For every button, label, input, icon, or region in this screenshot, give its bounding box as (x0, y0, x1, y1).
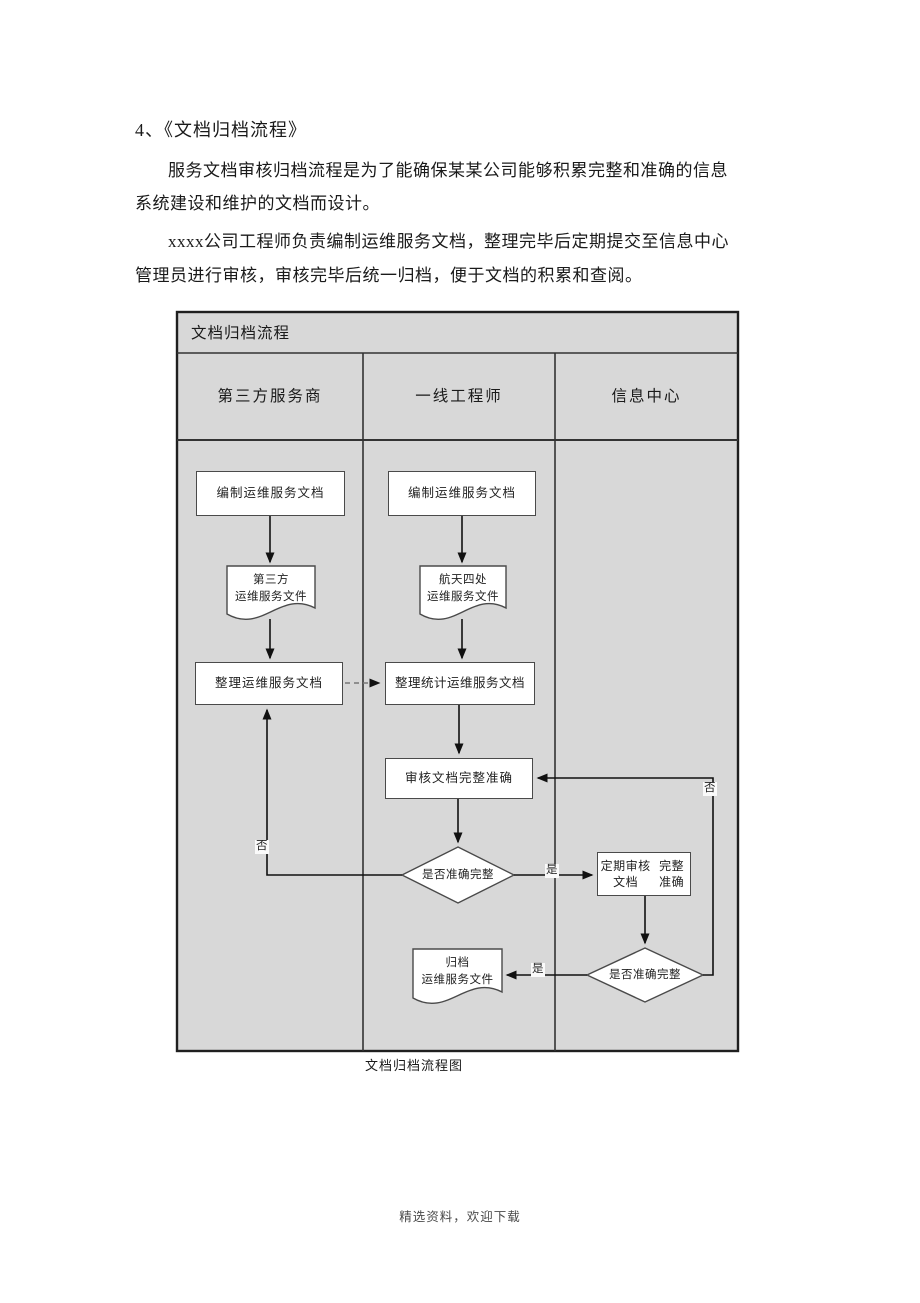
lane-header-third-party: 第三方服务商 (217, 388, 323, 405)
decision-diamond-center (585, 947, 705, 1003)
node-periodic-review: 定期审核文档 完整准确 (597, 852, 691, 896)
doc-archive-line2: 运维服务文件 (421, 974, 494, 986)
edge-label-yes-bottom: 是 (531, 963, 545, 977)
node-periodic-review-line2: 完整准确 (659, 858, 685, 889)
paragraph2-line2: 管理员进行审核，审核完毕后统一归档，便于文档的积累和查阅。 (135, 266, 643, 285)
doc-archive-label: 归档 运维服务文件 (413, 951, 502, 993)
edge-label-no-right: 否 (703, 782, 717, 796)
lane-header-info-center: 信息中心 (611, 388, 682, 405)
document-shape-aerospace (419, 565, 507, 620)
document-shape-archive (412, 948, 503, 1004)
doc-aerospace-label: 航天四处 运维服务文件 (420, 568, 506, 610)
doc-aerospace-line2: 运维服务文件 (427, 591, 499, 603)
decision-engineer-label: 是否准确完整 (422, 868, 494, 881)
figure-caption: 文档归档流程图 (365, 1058, 464, 1073)
node-compile-third: 编制运维服务文档 (196, 471, 345, 516)
paragraph2-line1: xxxx公司工程师负责编制运维服务文档，整理完毕后定期提交至信息中心 (168, 232, 729, 251)
edge-label-yes-mid: 是 (545, 864, 559, 878)
flowchart-frame (175, 310, 740, 1053)
flowchart-title: 文档归档流程 (191, 325, 291, 342)
node-periodic-review-line1: 定期审核文档 (600, 858, 651, 889)
doc-aerospace-line1: 航天四处 (439, 574, 487, 587)
page-footer: 精选资料，欢迎下载 (399, 1210, 521, 1224)
edge-label-no-left: 否 (255, 840, 269, 854)
doc-archive-line1: 归档 (445, 957, 470, 970)
section-heading: 4、《文档归档流程》 (135, 120, 307, 140)
paragraph1-line2: 系统建设和维护的文档而设计。 (135, 194, 380, 213)
doc-third-party-line2: 运维服务文件 (235, 591, 307, 603)
decision-center-label: 是否准确完整 (609, 968, 681, 981)
document-shape-third-party (226, 565, 316, 620)
node-organize-stats: 整理统计运维服务文档 (385, 662, 535, 705)
node-organize-third: 整理运维服务文档 (195, 662, 343, 705)
node-review-complete: 审核文档完整准确 (385, 758, 533, 799)
lane-header-engineer: 一线工程师 (415, 388, 503, 405)
connector-decisioneng-no-to-organize3rd (262, 708, 402, 876)
decision-diamond-engineer (400, 846, 516, 904)
doc-third-party-line1: 第三方 (253, 574, 289, 587)
connector-decisioncenter-no-to-review (536, 773, 714, 976)
doc-third-party-label: 第三方 运维服务文件 (227, 568, 315, 610)
node-compile-engineer: 编制运维服务文档 (388, 471, 536, 516)
paragraph1-line1: 服务文档审核归档流程是为了能确保某某公司能够积累完整和准确的信息 (168, 161, 728, 180)
